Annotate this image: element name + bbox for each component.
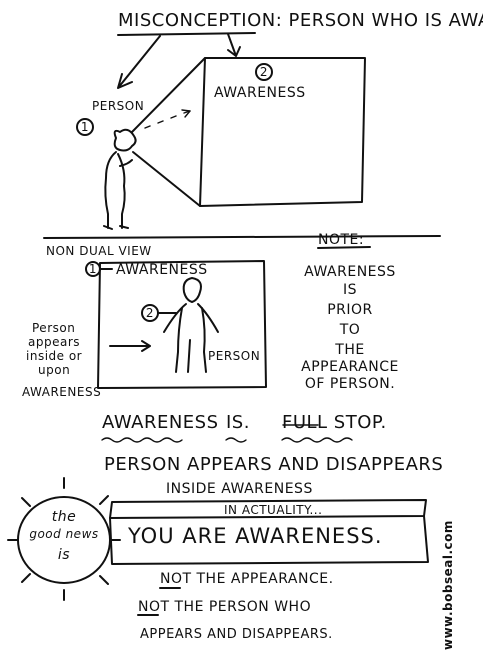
side-note-arrow: [109, 340, 151, 352]
note-line-7: OF PERSON.: [304, 376, 396, 392]
note-line-1: AWARENESS: [304, 264, 396, 280]
arrow-to-awareness: [227, 33, 241, 57]
title-misconception: MISCONCEPTION: PERSON WHO IS AWARE: [118, 10, 483, 31]
statement-is: IS.: [226, 412, 250, 433]
note-line-4: TO: [339, 322, 361, 338]
statement-awareness: AWARENESS: [102, 412, 219, 433]
good-news-line-2: good news: [29, 527, 99, 541]
statement-person-appears: PERSON APPEARS AND DISAPPEARS: [104, 454, 444, 475]
dotted-arrow: [144, 110, 191, 129]
cone-line-top: [131, 57, 206, 133]
num-1-top: 1: [80, 120, 90, 134]
num-2-nondual: 2: [145, 306, 155, 320]
not-the-person-line-2: APPEARS AND DISAPPEARS.: [140, 627, 333, 642]
side-note-line-5: AWARENESS: [22, 385, 102, 399]
person-body-top: [104, 151, 126, 229]
arrow-to-person: [117, 35, 161, 89]
circle-1-top: [76, 118, 94, 136]
not-the-appearance: NOT THE APPEARANCE.: [160, 571, 334, 587]
cone-line-bottom: [132, 151, 201, 207]
you-are-awareness: YOU ARE AWARENESS.: [128, 524, 383, 548]
label-person-nondual: PERSON: [208, 349, 261, 363]
not-the-person-line-1: NOT THE PERSON WHO: [138, 599, 312, 615]
note-underline: [317, 246, 371, 249]
person-head-nondual: [182, 277, 202, 303]
in-actuality: IN ACTUALITY...: [224, 503, 323, 517]
banner-body: [109, 515, 429, 565]
squiggle-awareness: [101, 437, 183, 443]
statement-fullstop: FULL STOP.: [282, 412, 387, 433]
note-line-2: IS: [342, 282, 357, 298]
person-arm-top: [119, 159, 133, 167]
credit-url: www.bobseal.com: [441, 520, 455, 650]
squiggle-fullstop: [281, 437, 353, 443]
note-line-3: PRIOR: [327, 302, 373, 318]
title-underline: [117, 32, 256, 36]
dotted-arrowhead: [181, 109, 191, 118]
good-news-line-1: the: [51, 509, 77, 525]
statement-inside-awareness: INSIDE AWARENESS: [166, 481, 313, 497]
note-line-6: APPEARANCE: [301, 359, 399, 375]
num-2-top: 2: [259, 65, 269, 79]
person-body-nondual: [175, 307, 207, 373]
side-note-line-3: inside or: [26, 349, 83, 363]
side-note-line-2: appears: [28, 335, 81, 349]
side-note-line-1: Person: [32, 321, 76, 335]
person-feet-top: [103, 225, 129, 230]
awareness-box-nondual: [97, 260, 267, 389]
good-news-line-3: is: [57, 547, 71, 563]
note-line-5: THE: [335, 342, 365, 358]
awareness-box-top: [199, 57, 366, 207]
label-awareness-top: AWARENESS: [214, 85, 306, 101]
nondual-heading: NON DUAL VIEW: [46, 244, 152, 258]
label-awareness-nondual: AWARENESS: [116, 262, 208, 278]
side-note-line-4: upon: [38, 363, 71, 377]
good-news-rays: [7, 477, 121, 601]
label-person-top: PERSON: [92, 99, 145, 113]
separator-line: [43, 235, 441, 239]
squiggle-is: [225, 437, 247, 443]
person-head-top: [113, 128, 137, 152]
person-arms-nondual: [163, 303, 219, 333]
note-heading: NOTE:: [318, 232, 365, 248]
num-1-nondual: 1: [88, 262, 98, 276]
circle-2-top: [255, 63, 273, 81]
